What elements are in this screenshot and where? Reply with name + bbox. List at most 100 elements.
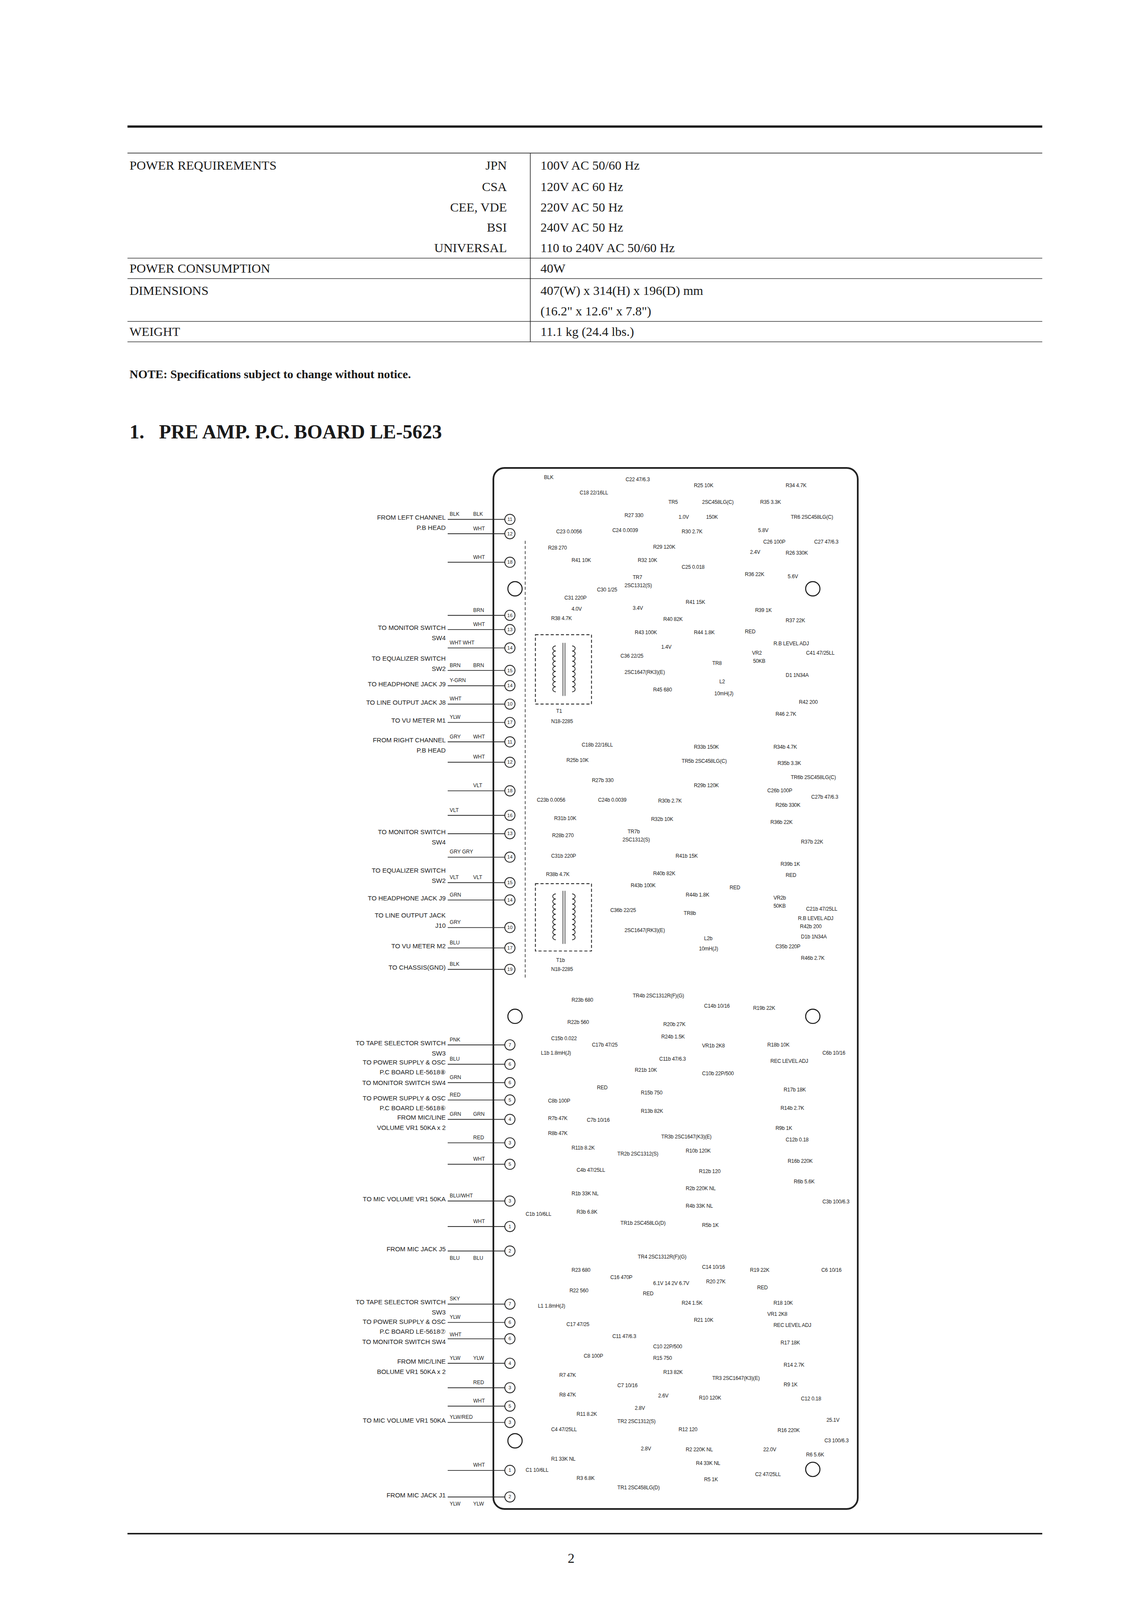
spec-cell: 240V AC 50 Hz — [540, 219, 624, 235]
wire-color: BLU — [449, 939, 460, 946]
page-number: 2 — [567, 1549, 575, 1566]
pin-pad — [504, 922, 516, 933]
component-label: TR8 — [711, 659, 722, 666]
pin-pad — [504, 1094, 516, 1105]
component-label: C17 47/25 — [566, 1320, 590, 1327]
wire-color: WHT — [473, 621, 485, 628]
wire-color: VLT — [473, 873, 483, 880]
wire-destination: FROM RIGHT CHANNEL — [372, 735, 446, 743]
pin-pad — [504, 717, 516, 728]
component-label: R40 82K — [662, 615, 684, 622]
wire-color: YLW — [473, 1500, 484, 1507]
component-label: C15b 0.022 — [550, 1035, 578, 1042]
pin-pad — [504, 665, 516, 676]
pin-pad — [504, 1333, 516, 1344]
coil — [571, 645, 575, 692]
component-label: R25b 10K — [566, 756, 590, 763]
component-label: R36 22K — [744, 571, 765, 578]
component-label: RED — [642, 1290, 654, 1297]
component-label: C2 47/25LL — [754, 1470, 782, 1477]
wire-color: PNK — [449, 1036, 461, 1043]
wire-line — [447, 899, 505, 901]
wire-line — [447, 685, 505, 687]
component-label: R14b 2.7K — [780, 1104, 805, 1111]
pin-pad — [504, 513, 516, 525]
table-rule — [127, 341, 1042, 342]
pin-number: 3 — [508, 1139, 512, 1145]
pin-number: 6 — [508, 1079, 512, 1085]
component-label: R11 8.2K — [576, 1410, 598, 1417]
component-label: R22b 560 — [566, 1018, 590, 1025]
component-label: 2SC1647(RK3)(E) — [624, 668, 666, 675]
core-line — [564, 890, 566, 944]
component-label: R41 10K — [571, 557, 592, 564]
component-label: R15b 750 — [640, 1089, 663, 1096]
wire-color: RED — [473, 1378, 484, 1385]
wire-destination: FROM MIC/LINE — [397, 1113, 446, 1121]
component-label: TR3 2SC1647(K3)(E) — [711, 1374, 760, 1381]
component-label: R18 10K — [773, 1299, 794, 1306]
wire-line — [447, 790, 505, 792]
component-label: R5 1K — [703, 1475, 719, 1482]
component-label: R35b 3.3K — [777, 759, 802, 766]
pin-pad — [504, 963, 516, 974]
component-label: R2b 220K NL — [685, 1184, 716, 1191]
wire-color: YLW — [449, 713, 461, 720]
component-label: C17b 47/25 — [591, 1041, 619, 1048]
component-label: C3b 100/6.3 — [821, 1198, 850, 1205]
component-label: R8b 47K — [547, 1129, 568, 1136]
wire-color: WHT WHT — [449, 639, 475, 646]
component-label: R19b 22K — [752, 1004, 776, 1011]
wire-line — [447, 1387, 505, 1388]
pcb-board: BLKC18 22/16LLC22 47/6.3R25 10KR34 4.7KT… — [492, 466, 859, 1510]
pin-number: 10 — [507, 924, 514, 930]
component-label: R46b 2.7K — [800, 954, 825, 961]
pin-pad — [504, 1195, 516, 1206]
pin-pad — [504, 1298, 516, 1309]
component-label: REC LEVEL ADJ — [773, 1321, 812, 1328]
wire-color: BLK — [449, 510, 460, 517]
pin-number: 17 — [507, 944, 514, 951]
component-label: C1 10/6LL — [524, 1466, 549, 1473]
component-label: R7 47K — [558, 1371, 577, 1378]
wire-line — [447, 647, 505, 649]
wire-destination: TO MIC VOLUME VR1 50KA — [362, 1194, 446, 1203]
table-rule — [127, 257, 1042, 259]
pin-number: 5 — [508, 1096, 512, 1103]
mounting-hole — [805, 581, 820, 596]
pin-pad — [504, 756, 516, 768]
component-label: C27 47/6.3 — [813, 538, 839, 545]
pin-number: 6 — [508, 1319, 512, 1325]
component-label: C36 22/25 — [620, 652, 645, 659]
wire-destination: TO TAPE SELECTOR SWITCH — [355, 1038, 446, 1046]
component-label: R44b 1.8K — [685, 891, 710, 898]
wire-destination: TO POWER SUPPLY & OSC — [362, 1093, 446, 1101]
component-label: 2SC1312(S) — [621, 836, 651, 843]
pin-number: 3 — [508, 1419, 512, 1425]
component-label: R38 4.7K — [550, 615, 572, 622]
component-label: R32b 10K — [650, 815, 674, 822]
wire-line — [447, 1099, 505, 1100]
component-label: R30 2.7K — [681, 528, 703, 535]
component-label: D1b 1N34A — [800, 933, 828, 940]
component-label: C6b 10/16 — [821, 1049, 846, 1056]
pin-pad — [504, 642, 516, 653]
wire-destination: P.B HEAD — [416, 745, 446, 754]
wire-color: BRN — [449, 662, 461, 669]
component-label: C7b 10/16 — [586, 1116, 611, 1123]
component-label: 6.1V 14 2V 6.7V — [652, 1279, 690, 1286]
component-label: TR3b 2SC1647(K3)(E) — [660, 1133, 713, 1140]
component-label: 5.8V — [757, 527, 769, 534]
shield-line — [524, 540, 526, 980]
component-label: C4b 47/25LL — [576, 1166, 606, 1173]
component-label: C36b 22/25 — [609, 906, 637, 913]
component-label: TR2b 2SC1312(S) — [616, 1150, 659, 1157]
wire-destination: P.C BOARD LE-5618⑧ — [379, 1067, 446, 1076]
component-label: L1b 1.8mH(J) — [540, 1049, 572, 1056]
wire-line — [447, 856, 505, 858]
component-label: R21b 10K — [634, 1066, 658, 1073]
wire-line — [447, 1200, 505, 1202]
component-label: R.B LEVEL ADJ — [797, 914, 834, 921]
component-label: R6b 5.6K — [793, 1178, 815, 1185]
